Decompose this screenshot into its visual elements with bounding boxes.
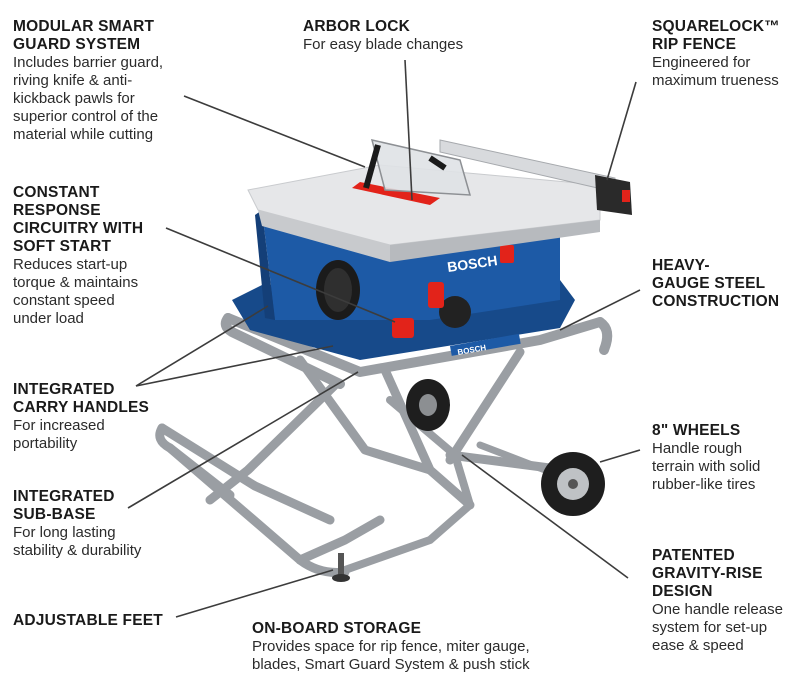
callout-modular-guard: MODULAR SMART GUARD SYSTEM Includes barr… bbox=[13, 18, 203, 144]
wheels-title: 8" WHEELS bbox=[652, 422, 741, 439]
leader-carry-handles-2 bbox=[135, 345, 334, 387]
gravity-rise-desc: One handle release system for set-up eas… bbox=[652, 601, 783, 654]
squarelock-title: SQUARELOCK™ RIP FENCE bbox=[652, 18, 780, 53]
leader-lines bbox=[127, 59, 641, 618]
sub-base-title: INTEGRATED SUB-BASE bbox=[13, 488, 115, 523]
callout-arbor-lock: ARBOR LOCK For easy blade changes bbox=[303, 18, 503, 54]
callout-constant-response: CONSTANT RESPONSE CIRCUITRY WITH SOFT ST… bbox=[13, 184, 183, 328]
sub-base-desc: For long lasting stability & durability bbox=[13, 524, 142, 559]
adjustable-feet-title: ADJUSTABLE FEET bbox=[13, 612, 163, 629]
callout-sub-base: INTEGRATED SUB-BASE For long lasting sta… bbox=[13, 488, 193, 560]
table-top bbox=[247, 164, 601, 262]
onboard-storage-title: ON-BOARD STORAGE bbox=[252, 620, 422, 637]
leader-adjustable-feet bbox=[175, 569, 334, 618]
leader-sub-base bbox=[127, 371, 359, 509]
wheel-rear bbox=[406, 379, 450, 431]
callout-wheels: 8" WHEELS Handle rough terrain with soli… bbox=[652, 422, 797, 494]
arbor-lock-title: ARBOR LOCK bbox=[303, 18, 411, 35]
squarelock-desc: Engineered for maximum trueness bbox=[652, 54, 779, 89]
leader-wheels bbox=[599, 449, 641, 463]
callout-squarelock: SQUARELOCK™ RIP FENCE Engineered for max… bbox=[652, 18, 797, 90]
smart-guard bbox=[363, 138, 472, 196]
carry-handles-desc: For increased portability bbox=[13, 417, 105, 452]
callout-onboard-storage: ON-BOARD STORAGE Provides space for rip … bbox=[252, 620, 592, 674]
leader-carry-handles-1 bbox=[135, 305, 269, 387]
constant-response-title: CONSTANT RESPONSE CIRCUITRY WITH SOFT ST… bbox=[13, 184, 144, 255]
housing-brand-label: BOSCH bbox=[446, 252, 498, 275]
modular-guard-desc: Includes barrier guard, riving knife & a… bbox=[13, 54, 164, 143]
gravity-rise-title: PATENTED GRAVITY-RISE DESIGN bbox=[652, 547, 763, 600]
constant-response-desc: Reduces start-up torque & maintains cons… bbox=[13, 256, 139, 327]
callout-heavy-gauge: HEAVY- GAUGE STEEL CONSTRUCTION bbox=[652, 257, 797, 311]
gravity-rise-stand bbox=[155, 313, 613, 577]
wheels-desc: Handle rough terrain with solid rubber-l… bbox=[652, 440, 761, 493]
callout-carry-handles: INTEGRATED CARRY HANDLES For increased p… bbox=[13, 381, 183, 453]
wheel-large bbox=[541, 452, 605, 516]
leader-constant-response bbox=[165, 227, 396, 323]
callout-gravity-rise: PATENTED GRAVITY-RISE DESIGN One handle … bbox=[652, 547, 800, 655]
leader-squarelock bbox=[606, 81, 637, 181]
leader-heavy-gauge bbox=[559, 289, 641, 331]
carry-handles-title: INTEGRATED CARRY HANDLES bbox=[13, 381, 150, 416]
leader-modular-guard bbox=[183, 95, 366, 168]
modular-guard-title: MODULAR SMART GUARD SYSTEM bbox=[13, 18, 155, 53]
leader-arbor-lock bbox=[404, 59, 413, 201]
leader-gravity-rise bbox=[461, 454, 629, 579]
heavy-gauge-title: HEAVY- GAUGE STEEL CONSTRUCTION bbox=[652, 257, 780, 310]
adjustable-foot bbox=[332, 553, 350, 582]
arbor-lock-desc: For easy blade changes bbox=[303, 36, 464, 53]
squarelock-rip-fence bbox=[439, 139, 632, 215]
onboard-storage-desc: Provides space for rip fence, miter gaug… bbox=[252, 638, 530, 673]
callout-adjustable-feet: ADJUSTABLE FEET bbox=[13, 612, 193, 630]
